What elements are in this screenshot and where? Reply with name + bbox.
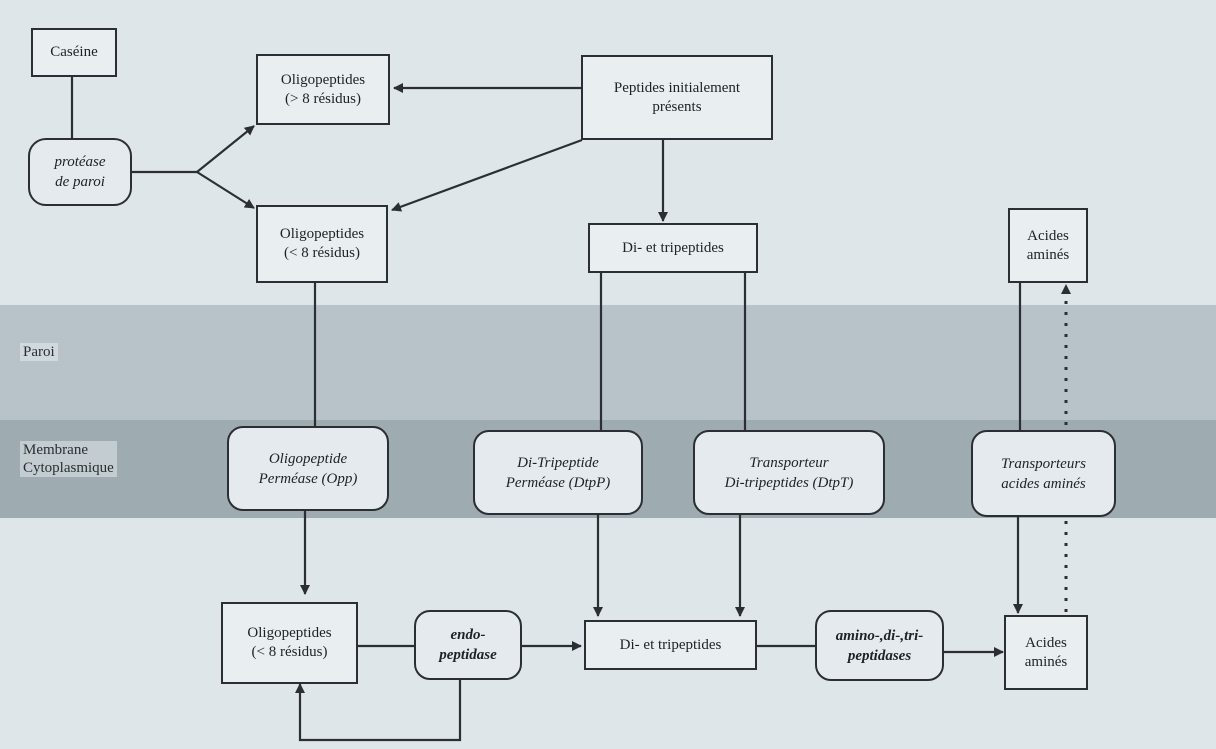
arrow-to-oligo-long	[196, 125, 255, 173]
paroi-band	[0, 305, 1216, 420]
paroi-label: Paroi	[20, 343, 58, 361]
endopeptidase-box: endo- peptidase	[414, 610, 522, 680]
membrane-label: Membrane Cytoplasmique	[20, 441, 117, 477]
protease-box: protéase de paroi	[28, 138, 132, 206]
arrow-to-oligo-short	[196, 171, 255, 209]
amino-acids-outside-box: Acides aminés	[1008, 208, 1088, 283]
arrow-endo-loop	[295, 680, 462, 742]
amino-acids-inside-box: Acides aminés	[1004, 615, 1088, 690]
aa-transporter: Transporteurs acides aminés	[971, 430, 1116, 517]
di-tri-outside-box: Di- et tripeptides	[588, 223, 758, 273]
caseine-box: Caséine	[31, 28, 117, 77]
arrow-peptides-oligo-short	[391, 138, 583, 212]
dtpt-transporter: Transporteur Di-tripeptides (DtpT)	[693, 430, 885, 515]
peptides-initial-box: Peptides initialement présents	[581, 55, 773, 140]
oligo-short-inside-box: Oligopeptides (< 8 résidus)	[221, 602, 358, 684]
oligo-short-box: Oligopeptides (< 8 résidus)	[256, 205, 388, 283]
di-tri-inside-box: Di- et tripeptides	[584, 620, 757, 670]
peptidases-box: amino-,di-,tri- peptidases	[815, 610, 944, 681]
oligo-long-box: Oligopeptides (> 8 résidus)	[256, 54, 390, 125]
opp-transporter: Oligopeptide Perméase (Opp)	[227, 426, 389, 511]
dtpp-transporter: Di-Tripeptide Perméase (DtpP)	[473, 430, 643, 515]
